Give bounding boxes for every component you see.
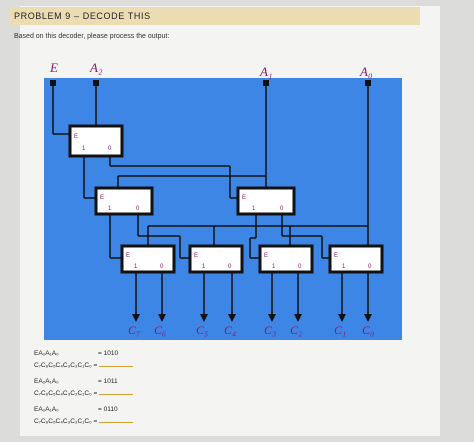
question-1-input-label: EA₂A₁A₀ (34, 350, 59, 357)
svg-text:1: 1 (108, 206, 112, 212)
question-1-answer-blank[interactable] (99, 360, 134, 367)
question-3-input-value: = 0110 (98, 406, 118, 413)
svg-text:E: E (334, 253, 338, 259)
input-label-a1: A₁ (259, 64, 272, 79)
svg-text:0: 0 (228, 264, 232, 270)
instructions-text: Based on this decoder, please process th… (14, 33, 170, 40)
output-label-c5: C₅ (196, 323, 208, 337)
arrow-heads (132, 314, 372, 322)
question-3-output-label: C₇C₆C₅C₄C₃C₂C₁C₀ = (34, 418, 98, 425)
decoder-block-5: E 1 0 (188, 244, 244, 274)
svg-text:0: 0 (160, 264, 164, 270)
decoder-block-6: E 1 0 (258, 244, 314, 274)
question-2-output-label: C₇C₆C₅C₄C₃C₂C₁C₀ = (34, 390, 98, 397)
question-2-answer-blank[interactable] (99, 388, 134, 395)
question-1-input-value: = 1010 (98, 350, 119, 357)
decoder-block-4: E 1 0 (120, 244, 176, 274)
output-label-c6: C₆ (154, 323, 166, 337)
question-2-input-value: = 1011 (98, 378, 118, 385)
svg-text:0: 0 (298, 264, 302, 270)
output-label-c4: C₄ (224, 323, 236, 337)
svg-text:E: E (74, 134, 78, 140)
svg-text:E: E (242, 195, 246, 201)
decoder-block-3: E 1 0 (236, 186, 296, 216)
svg-text:0: 0 (136, 206, 140, 212)
output-label-c0: C₀ (362, 323, 374, 337)
svg-text:1: 1 (252, 206, 256, 212)
question-2: EA₂A₁A₀ = 1011 C₇C₆C₅C₄C₃C₂C₁C₀ = (34, 378, 134, 398)
svg-text:1: 1 (272, 264, 276, 270)
input-label-a0: A₀ (359, 64, 372, 79)
question-3: EA₂A₁A₀ = 0110 C₇C₆C₅C₄C₃C₂C₁C₀ = (34, 406, 134, 426)
svg-text:1: 1 (342, 264, 346, 270)
output-labels: C₇ C₆ C₅ C₄ C₃ C₂ C₁ C₀ (128, 323, 374, 337)
output-arrows (135, 272, 369, 316)
decoder-block-2: E 1 0 (94, 186, 154, 216)
question-2-input-label: EA₂A₁A₀ (34, 378, 59, 385)
output-label-c1: C₁ (334, 323, 346, 337)
output-label-c2: C₂ (290, 323, 302, 337)
svg-text:E: E (194, 253, 198, 259)
wiring (52, 80, 369, 259)
question-1-output-label: C₇C₆C₅C₄C₃C₂C₁C₀ = (34, 362, 98, 369)
output-label-c7: C₇ (128, 323, 140, 337)
svg-text:0: 0 (368, 264, 372, 270)
svg-text:1: 1 (134, 264, 138, 270)
decoder-block-1: E 1 0 (68, 124, 124, 158)
question-1: EA₂A₁A₀ = 1010 C₇C₆C₅C₄C₃C₂C₁C₀ = (34, 350, 134, 370)
input-terminals (50, 80, 371, 86)
svg-text:E: E (126, 253, 130, 259)
input-label-e: E (49, 60, 58, 75)
question-3-answer-blank[interactable] (99, 416, 134, 423)
question-3-input-label: EA₂A₁A₀ (34, 406, 59, 413)
input-label-a2: A₂ (89, 60, 103, 75)
svg-text:E: E (100, 195, 104, 201)
svg-text:E: E (264, 253, 268, 259)
svg-text:1: 1 (202, 264, 206, 270)
svg-text:1: 1 (82, 146, 86, 152)
svg-text:0: 0 (280, 206, 284, 212)
output-label-c3: C₃ (264, 323, 276, 337)
problem-title: PROBLEM 9 – DECODE THIS (10, 7, 420, 25)
svg-text:0: 0 (108, 146, 112, 152)
decoder-block-7: E 1 0 (328, 244, 384, 274)
